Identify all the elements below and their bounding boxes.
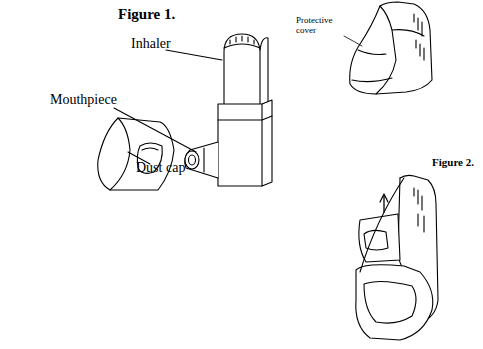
part-name: Inhaler <box>131 36 171 51</box>
leader-line <box>114 108 196 152</box>
part-name: Dust cap <box>136 160 185 175</box>
part-name: Mouthpiece <box>50 92 117 107</box>
leader-line <box>166 50 222 60</box>
part-name: Protective cover <box>296 16 344 36</box>
dust-cap <box>98 118 174 190</box>
figure-number: Figure 2. <box>432 156 474 168</box>
mouthpiece <box>185 142 218 178</box>
figure-number: Figure 1. <box>118 6 175 23</box>
inhaler-body <box>218 34 272 186</box>
opened-inhaler <box>356 175 438 340</box>
covered-inhaler <box>344 2 432 94</box>
